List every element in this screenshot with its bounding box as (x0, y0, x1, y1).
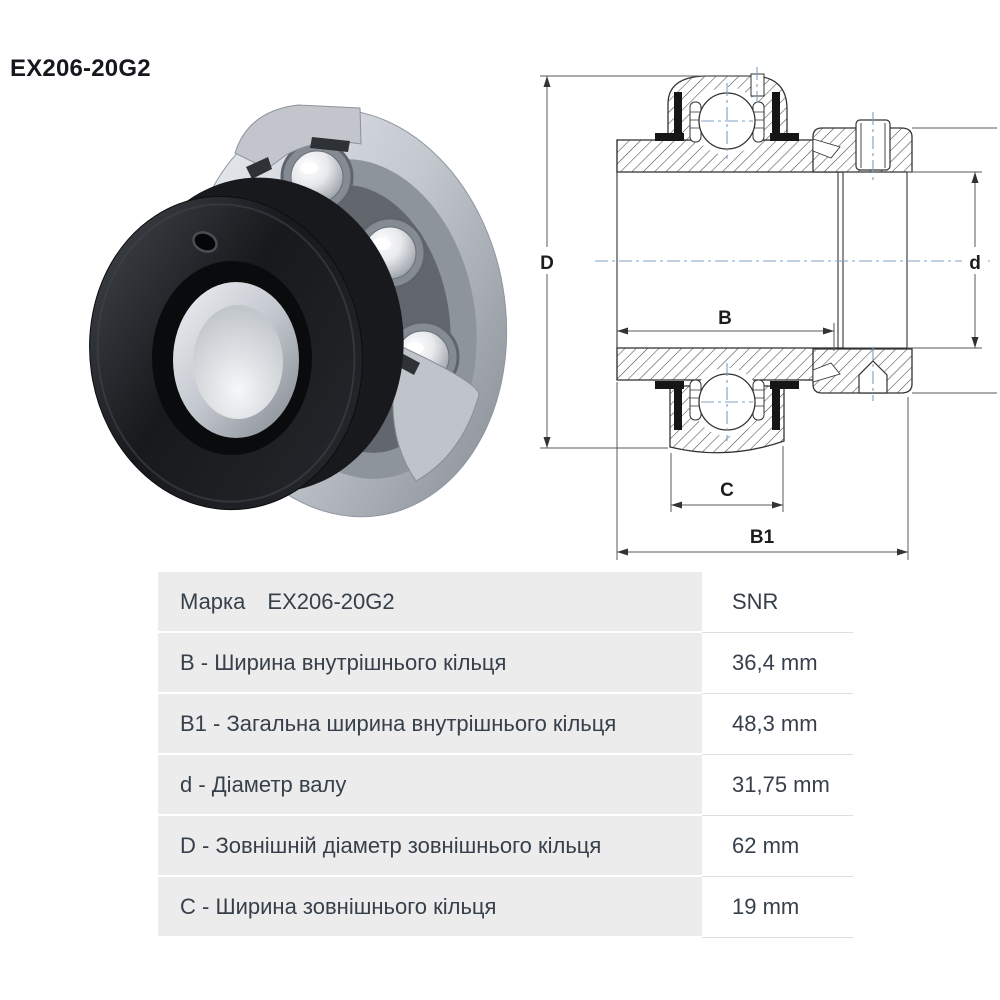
spec-label: d - Діаметр валу (158, 755, 702, 816)
collar-bore (152, 261, 312, 455)
bearing-photo (89, 104, 508, 518)
bore-lines (616, 140, 908, 380)
dim-label-C: C (720, 480, 734, 501)
dim-label-B1: B1 (750, 527, 775, 548)
dim-label-B: B (718, 308, 732, 329)
spec-label: B1 - Загальна ширина внутрішнього кільця (158, 694, 702, 755)
dimension-arrows (543, 76, 979, 556)
brand-code: EX206-20G2 (267, 588, 395, 614)
dimension-labels: D d B C B1 (535, 247, 988, 548)
table-row: D - Зовнішній діаметр зовнішнього кільця… (158, 816, 853, 877)
set-screw-hole (192, 231, 218, 253)
seals-top (655, 92, 799, 141)
spec-table: Марка EX206-20G2 SNR B - Ширина внутрішн… (158, 572, 853, 938)
spec-value: 48,3 mm (702, 694, 853, 755)
spec-value: 62 mm (702, 816, 853, 877)
dim-label-D: D (540, 253, 554, 274)
spec-value: 31,75 mm (702, 755, 853, 816)
seals-bottom (655, 381, 799, 430)
collar-section (812, 119, 913, 394)
spec-label: D - Зовнішній діаметр зовнішнього кільця (158, 816, 702, 877)
table-row: B1 - Загальна ширина внутрішнього кільця… (158, 694, 853, 755)
table-row: d - Діаметр валу 31,75 mm (158, 755, 853, 816)
cutaway-face-top (234, 104, 362, 179)
table-row-header: Марка EX206-20G2 SNR (158, 572, 853, 633)
spec-label: B - Ширина внутрішнього кільця (158, 633, 702, 694)
spec-label: C - Ширина зовнішнього кільця (158, 877, 702, 938)
brand-label: Марка (180, 588, 246, 614)
page-title: EX206-20G2 (10, 55, 151, 82)
brand-value: SNR (702, 572, 853, 633)
brand-cell: Марка EX206-20G2 (158, 572, 702, 633)
spec-value: 36,4 mm (702, 633, 853, 694)
centerlines (595, 67, 990, 441)
table-row: C - Ширина зовнішнього кільця 19 mm (158, 877, 853, 938)
table-row: B - Ширина внутрішнього кільця 36,4 mm (158, 633, 853, 694)
dim-label-d: d (969, 253, 981, 274)
spec-value: 19 mm (702, 877, 853, 938)
technical-drawing: D d B C B1 (535, 67, 997, 560)
inner-ring-section (616, 139, 844, 381)
